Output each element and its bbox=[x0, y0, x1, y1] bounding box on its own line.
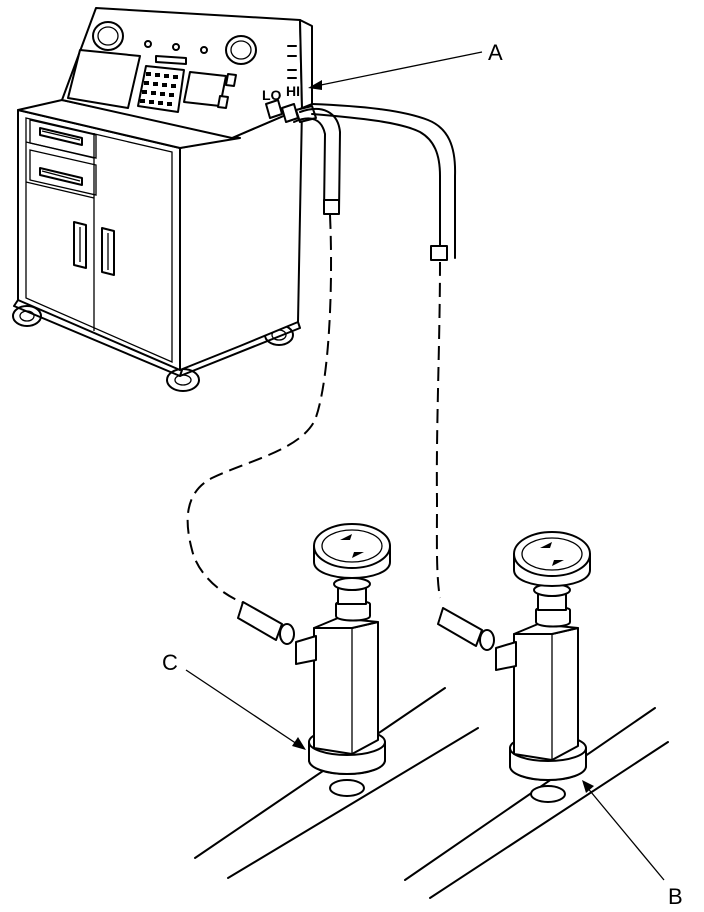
console-keypad bbox=[137, 65, 185, 113]
callout-label-c: C bbox=[162, 650, 178, 675]
pressure-gauges bbox=[92, 21, 257, 65]
charging-station bbox=[12, 7, 313, 392]
jack-stand-left bbox=[237, 523, 391, 797]
hi-hose-end bbox=[430, 245, 448, 261]
callout-label-b: B bbox=[668, 884, 683, 909]
port-label-low: LO bbox=[262, 87, 282, 103]
console-side bbox=[299, 19, 313, 109]
callout-label-a: A bbox=[488, 40, 503, 65]
service-hoses bbox=[265, 99, 457, 261]
console-screen-left bbox=[67, 49, 141, 109]
floor-lines bbox=[194, 687, 669, 899]
callout-a: A bbox=[308, 40, 503, 90]
hi-hose-dashed bbox=[435, 261, 441, 599]
door-handles bbox=[73, 221, 115, 276]
drawer-handle-top bbox=[39, 127, 83, 146]
cabinet-top bbox=[17, 99, 241, 149]
lo-hose-dashed bbox=[186, 214, 333, 605]
port-label-high: HI bbox=[286, 83, 300, 99]
lo-hose-end bbox=[323, 199, 340, 215]
cabinet-front bbox=[17, 109, 181, 371]
callout-b: B bbox=[582, 780, 683, 909]
callout-c: C bbox=[162, 650, 306, 750]
jack-stand-right bbox=[437, 531, 591, 803]
